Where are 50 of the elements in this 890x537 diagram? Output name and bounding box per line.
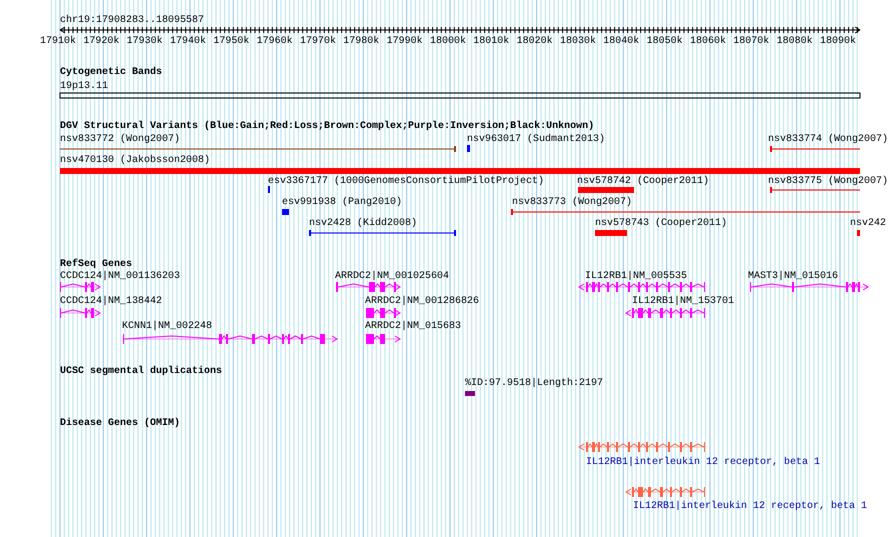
tick-label: 17930k [126, 36, 163, 48]
variant-label: nsv2428 (Kidd2008) [309, 218, 418, 230]
track-title: RefSeq Genes [60, 259, 132, 270]
variant-label: esv3367177 (1000GenomesConsortiumPilotProject) [268, 176, 544, 188]
tick-label: 18010k [473, 36, 510, 48]
disease-gene-label: IL12RB1|interleukin 12 receptor, beta 1 [586, 457, 820, 469]
tick-label: 18000k [430, 36, 466, 48]
tick-label: 18020k [516, 36, 553, 48]
tick-label: 17990k [386, 36, 423, 48]
tick-label: 18070k [733, 36, 770, 48]
variant-label: nsv470130 (Jakobsson2008) [60, 155, 210, 167]
tick-label: 17970k [300, 36, 336, 48]
tick-label: 17910k [40, 36, 76, 48]
gene-label: KCNN1|NM_002248 [122, 321, 212, 333]
track-title: DGV Structural Variants (Blue:Gain;Red:Loss;Brown:Complex;Purple:Inversion;Black:Unknown) [60, 121, 594, 133]
tick-label: 18080k [776, 36, 813, 48]
tick-label: 18030k [560, 36, 596, 48]
variant-label: nsv833773 (Wong2007) [512, 197, 632, 209]
gene-label: IL12RB1|NM_005535 [585, 271, 688, 283]
variant-label: nsv578743 (Cooper2011) [595, 218, 728, 230]
gene-label: MAST3|NM_015016 [748, 271, 838, 283]
variant-label: esv991938 (Pang2010) [282, 197, 402, 209]
track-title: UCSC segmental duplications [60, 366, 222, 378]
gene-label: CCDC124|NM_138442 [60, 296, 162, 308]
variant-label: nsv833774 (Wong2007) [768, 134, 888, 146]
tick-label: 17960k [256, 36, 293, 48]
tick-label: 18040k [603, 36, 640, 48]
variant-label: nsv578742 (Cooper2011) [577, 176, 710, 188]
gene-label: CCDC124|NM_001136203 [60, 271, 180, 283]
gene-label: ARRDC2|NM_001025604 [335, 271, 450, 283]
band-label: 19p13.11 [60, 81, 108, 93]
tick-label: 17950k [213, 36, 250, 48]
tick-label: 17920k [83, 36, 120, 48]
variant-label: nsv242 [850, 218, 886, 230]
tick-label: 17940k [170, 36, 206, 48]
tick-label: 18050k [646, 36, 683, 48]
gene-label: ARRDC2|NM_001286826 [365, 296, 480, 308]
track-title: Disease Genes (OMIM) [60, 418, 180, 430]
track-title: Cytogenetic Bands [60, 67, 162, 79]
disease-gene-label: IL12RB1|interleukin 12 receptor, beta 1 [633, 501, 868, 513]
duplication-label: %ID:97.9518|Length:2197 [465, 378, 604, 390]
gene-label: IL12RB1|NM_153701 [632, 296, 734, 308]
tick-label: 18090k [820, 36, 856, 48]
variant-label: nsv963017 (Sudmant2013) [467, 134, 606, 146]
variant-label: nsv833772 (Wong2007) [60, 134, 180, 146]
gene-label: ARRDC2|NM_015683 [365, 321, 462, 333]
position-label: chr19:17908283..18095587 [60, 15, 204, 27]
tick-label: 17980k [343, 36, 380, 48]
tick-label: 18060k [690, 36, 726, 48]
variant-label: nsv833775 (Wong2007) [768, 176, 888, 188]
